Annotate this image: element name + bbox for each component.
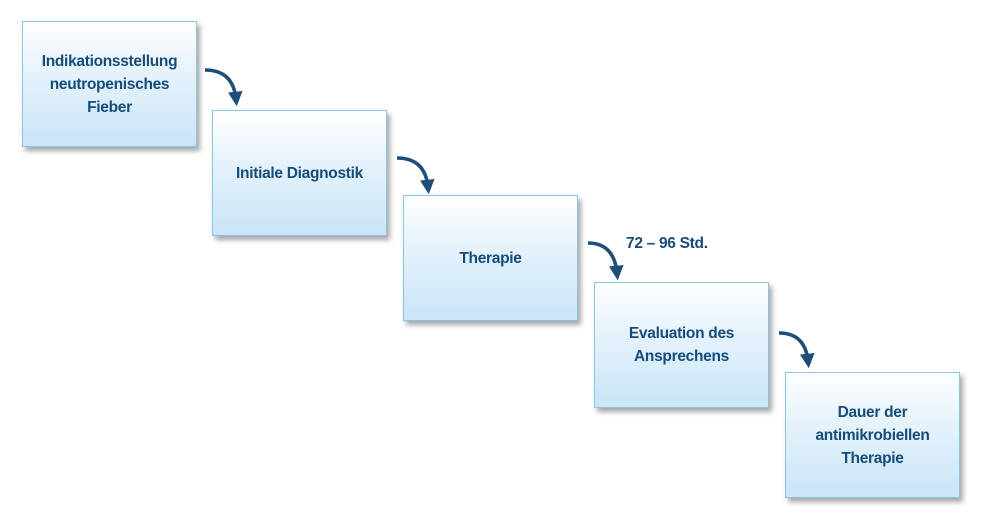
- step-label: Dauer der antimikrobiellen Therapie: [815, 403, 930, 467]
- step-label: Initiale Diagnostik: [236, 164, 363, 182]
- step-box-therapie: Therapie: [403, 195, 578, 321]
- step-box-dauer: Dauer der antimikrobiellen Therapie: [785, 372, 960, 498]
- step-box-indikationsstellung: Indikationsstellung neutropenisches Fieb…: [22, 21, 197, 147]
- step-label: Indikationsstellung neutropenisches Fieb…: [41, 52, 178, 116]
- connector-arrow-3: [587, 241, 624, 281]
- duration-annotation: 72 – 96 Std.: [626, 235, 708, 252]
- connector-arrow-4: [778, 331, 815, 369]
- connector-arrow-1: [204, 68, 243, 107]
- step-label: Therapie: [459, 249, 522, 267]
- step-box-evaluation: Evaluation des Ansprechens: [594, 282, 769, 408]
- step-box-initiale-diagnostik: Initiale Diagnostik: [212, 110, 387, 236]
- connector-arrow-2: [396, 156, 435, 195]
- step-label: Evaluation des Ansprechens: [628, 325, 735, 365]
